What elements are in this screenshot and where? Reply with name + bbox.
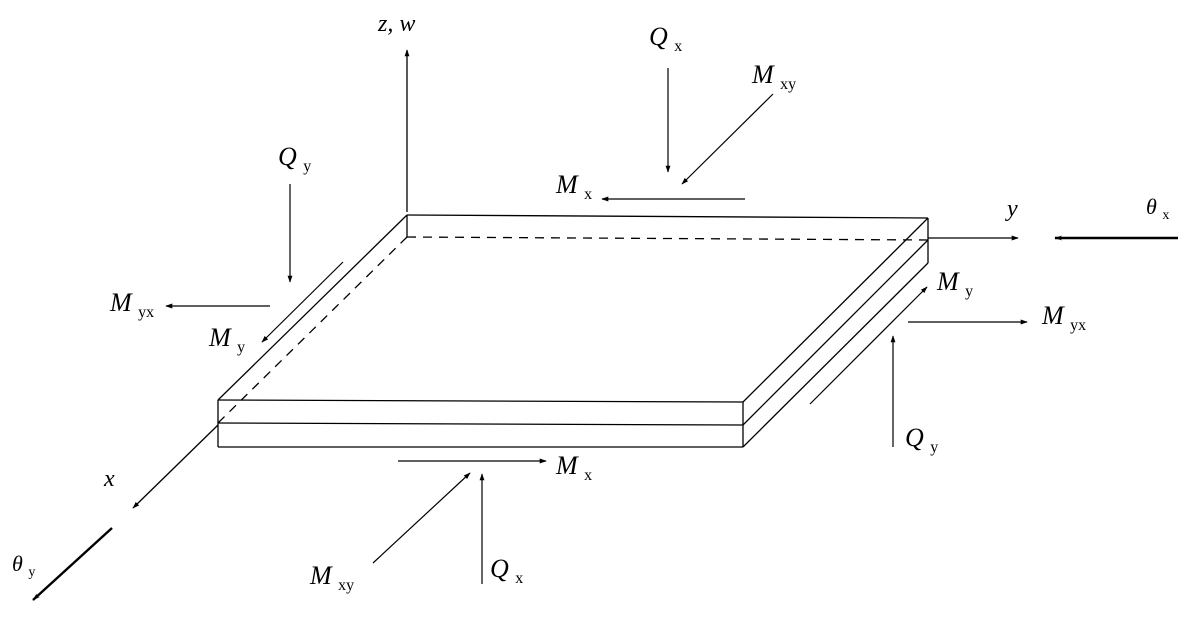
x-axis-text: x bbox=[103, 466, 115, 492]
plate-top-left-edge bbox=[217, 214, 408, 401]
mx-bottom-text: M bbox=[555, 451, 579, 480]
hidden-midplane-back bbox=[406, 236, 929, 241]
myx-right-label: M yx bbox=[1041, 301, 1086, 334]
subscript: y bbox=[237, 339, 245, 356]
mxy-top-text: M bbox=[751, 60, 775, 89]
subscript: x bbox=[584, 186, 592, 203]
theta-x-label: θ x bbox=[1146, 194, 1169, 223]
my-left-text: M bbox=[208, 323, 232, 352]
qx-bottom-label: Q x bbox=[490, 554, 523, 587]
subscript: yx bbox=[1070, 317, 1086, 334]
x-axis-label: x bbox=[103, 466, 115, 492]
theta-y-text: θ bbox=[12, 551, 23, 576]
mxy-top-arrow bbox=[681, 93, 774, 185]
subscript: y bbox=[28, 565, 35, 580]
subscript: y bbox=[965, 283, 973, 300]
subscript: xy bbox=[338, 577, 354, 594]
my-right-label: M y bbox=[936, 267, 973, 300]
theta-y-label: θ y bbox=[12, 551, 35, 580]
mx-top-text: M bbox=[555, 170, 579, 199]
my-left-label: M y bbox=[208, 323, 245, 356]
z-w-text: z, w bbox=[377, 11, 415, 37]
mxy-bottom-label: M xy bbox=[309, 561, 354, 594]
mxy-top-label: M xy bbox=[751, 60, 796, 93]
qy-right-label: Q y bbox=[905, 423, 938, 456]
load-arrows bbox=[165, 68, 1028, 584]
my-right-arrow bbox=[809, 286, 928, 405]
axes bbox=[32, 49, 1178, 601]
z-w-label: z, w bbox=[377, 11, 415, 37]
y-axis-text: y bbox=[1005, 196, 1018, 222]
my-right-text: M bbox=[936, 267, 960, 296]
plate bbox=[217, 214, 929, 448]
subscript: x bbox=[515, 570, 523, 587]
y-axis-label: y bbox=[1005, 196, 1018, 222]
plate-top-back-edge bbox=[406, 214, 929, 219]
qx-top-label: Q x bbox=[649, 22, 682, 55]
plate-top-right-edge bbox=[742, 217, 929, 403]
myx-left-text: M bbox=[109, 288, 133, 317]
myx-left-label: M yx bbox=[109, 288, 154, 321]
mxy-bottom-arrow bbox=[372, 472, 471, 564]
qx-bottom-text: Q bbox=[490, 554, 509, 583]
labels: z, w y x θ x θ y Q x M xy M x Q y M yx M bbox=[12, 11, 1169, 594]
qy-right-text: Q bbox=[905, 423, 924, 452]
qx-top-text: Q bbox=[649, 22, 668, 51]
qy-left-text: Q bbox=[278, 142, 297, 171]
hidden-midplane-left bbox=[217, 236, 408, 424]
x-axis-arrow bbox=[132, 424, 219, 509]
mx-top-label: M x bbox=[555, 170, 592, 203]
theta-x-text: θ bbox=[1146, 194, 1157, 219]
subscript: y bbox=[930, 439, 938, 456]
subscript: x bbox=[674, 38, 682, 55]
subscript: yx bbox=[138, 304, 154, 321]
plate-front-top-edge bbox=[217, 399, 744, 403]
plate-front-mid-edge bbox=[217, 422, 744, 426]
myx-right-text: M bbox=[1041, 301, 1065, 330]
theta-y-arrow bbox=[32, 527, 113, 601]
subscript: xy bbox=[780, 76, 796, 93]
mx-bottom-label: M x bbox=[555, 451, 592, 484]
my-left-arrow bbox=[261, 261, 344, 343]
plate-right-mid-edge bbox=[742, 239, 929, 426]
subscript: x bbox=[1162, 208, 1169, 223]
mxy-bottom-text: M bbox=[309, 561, 333, 590]
qy-left-label: Q y bbox=[278, 142, 311, 175]
plate-right-bottom-edge bbox=[742, 262, 929, 448]
subscript: y bbox=[303, 158, 311, 175]
subscript: x bbox=[584, 467, 592, 484]
